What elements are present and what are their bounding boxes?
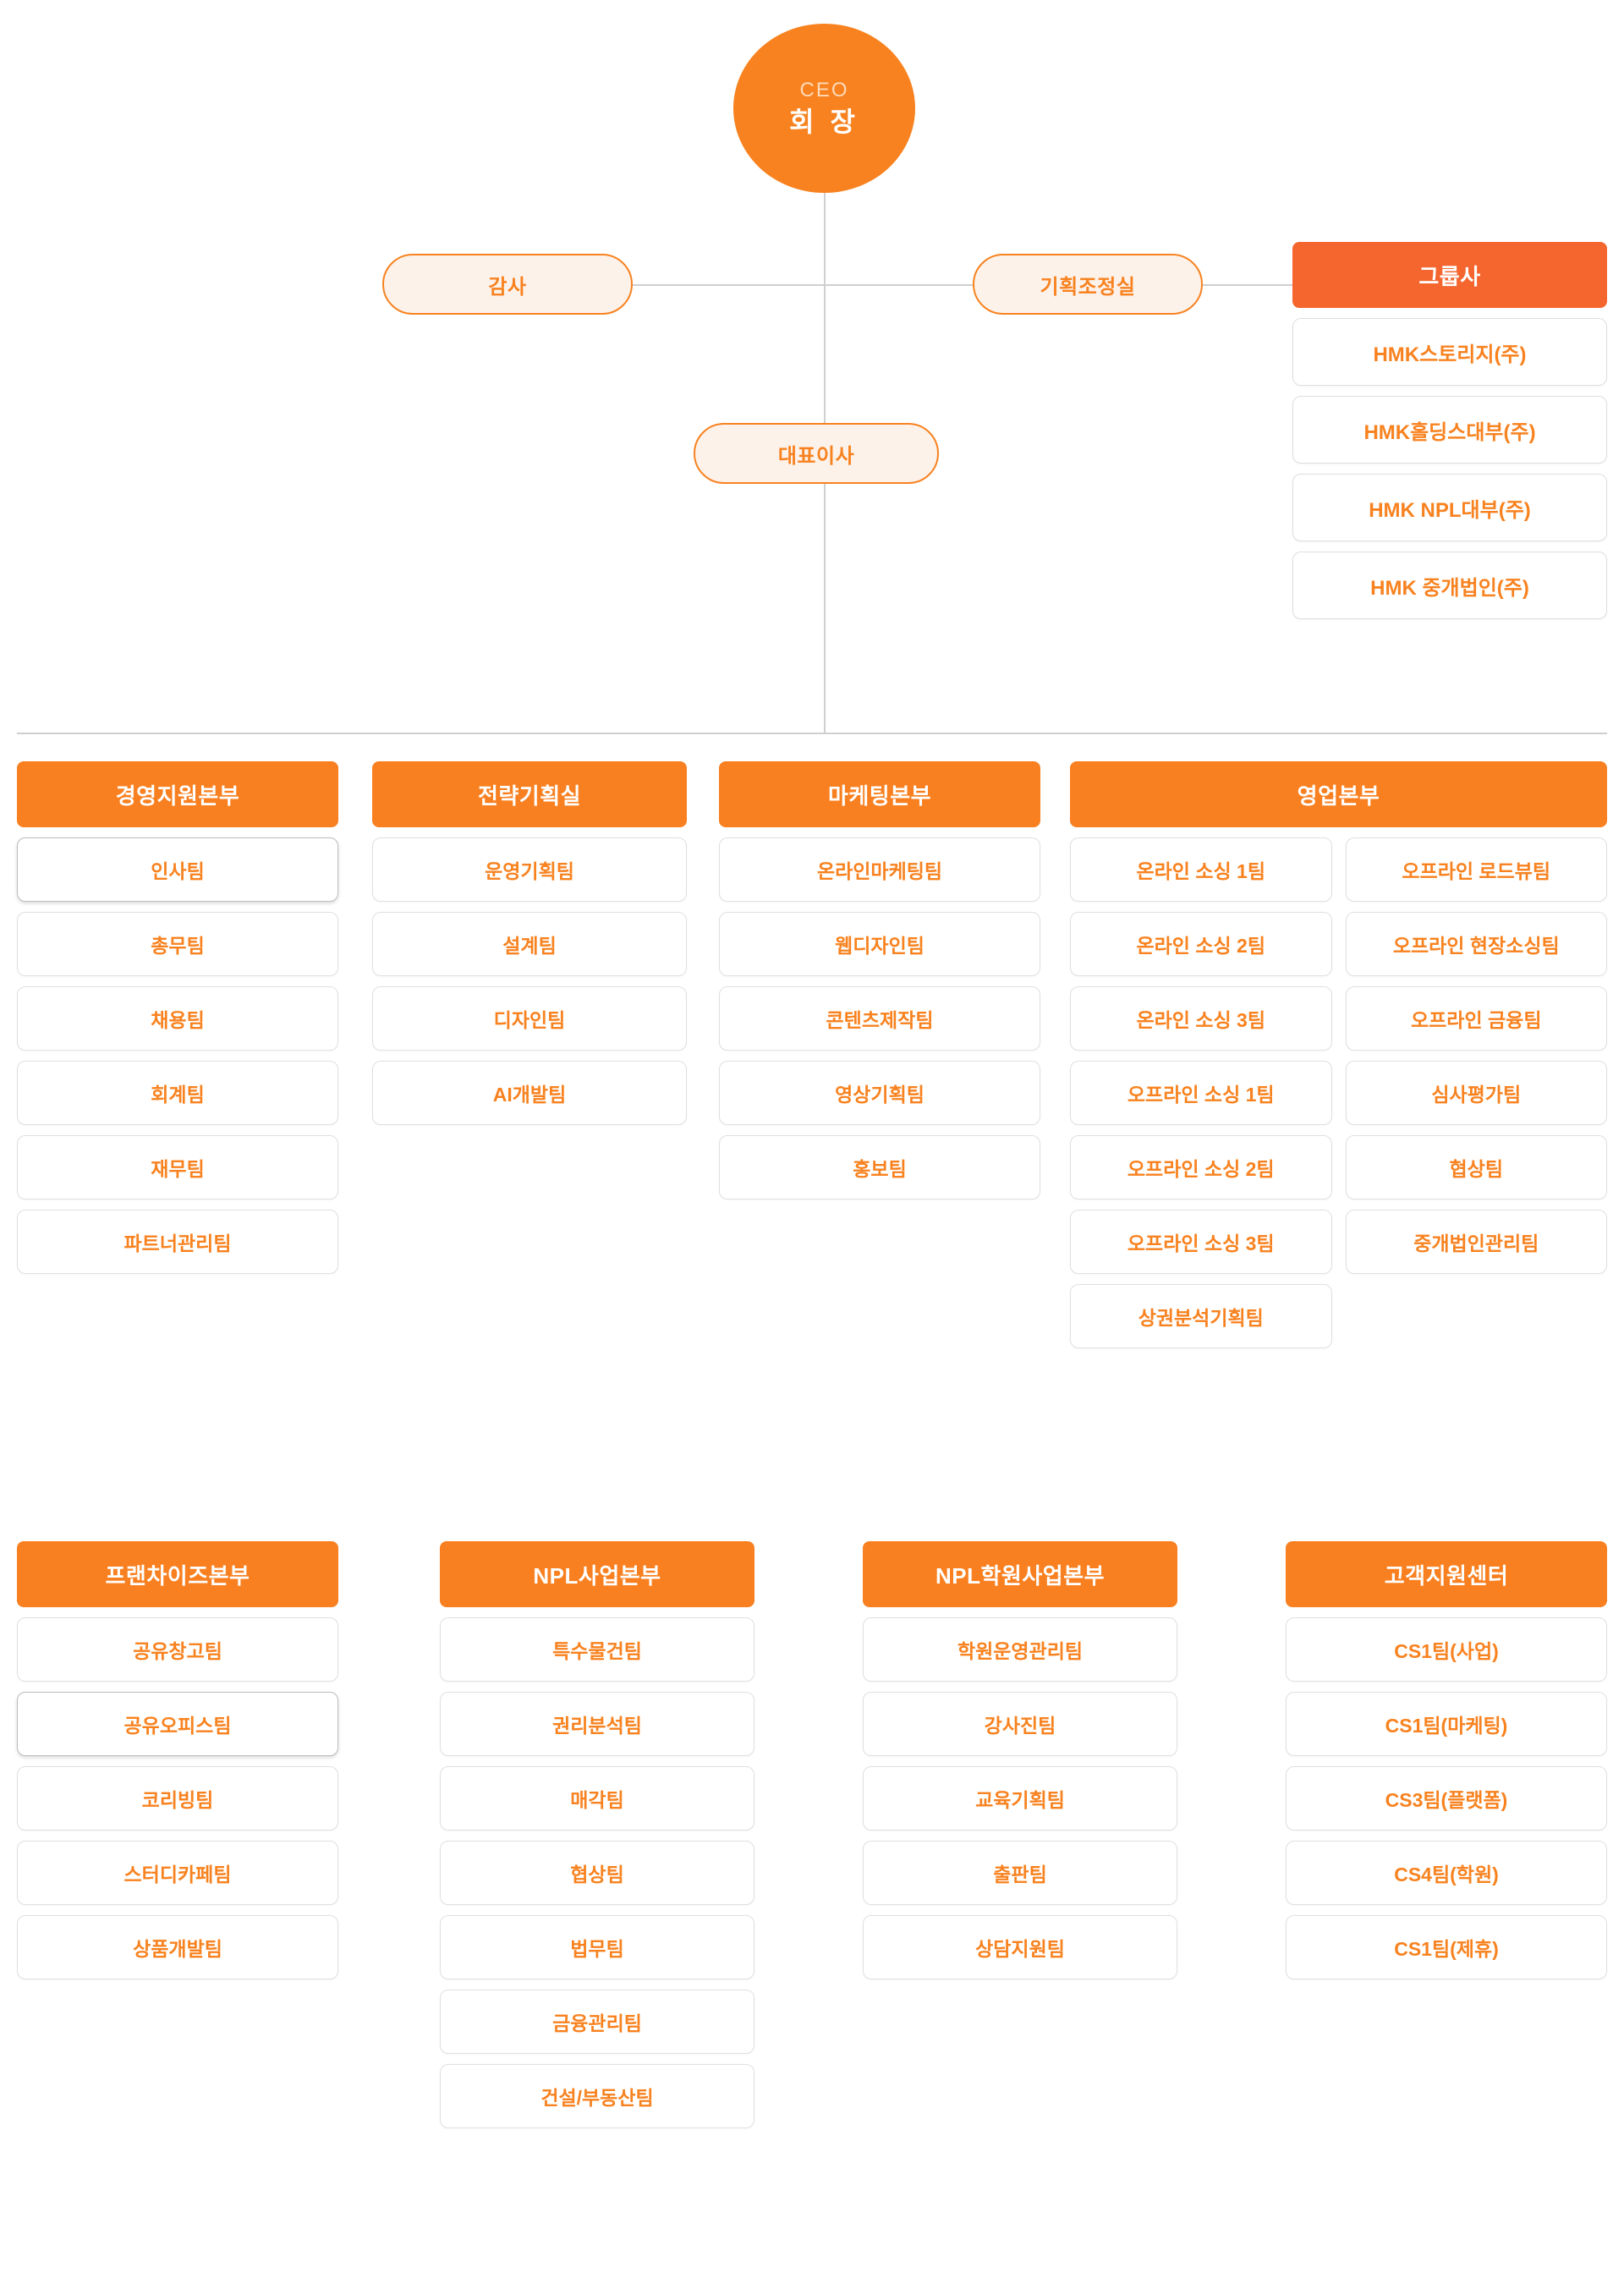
division-header[interactable]: 고객지원센터	[1286, 1541, 1607, 1607]
team-columns: CS1팀(사업) CS1팀(마케팅) CS3팀(플랫폼) CS4팀(학원) CS1팀(제…	[1286, 1607, 1607, 1979]
team-box[interactable]: 협상팀	[1345, 1135, 1607, 1199]
team-box[interactable]: 재무팀	[17, 1135, 338, 1199]
team-box[interactable]: 온라인 소싱 2팀	[1070, 912, 1332, 976]
connector-bus-main	[17, 733, 1607, 734]
team-box[interactable]: 출판팀	[863, 1841, 1177, 1905]
team-box[interactable]: 온라인 소싱 1팀	[1070, 837, 1332, 902]
ceo-node[interactable]: CEO 회 장	[733, 24, 915, 193]
team-box[interactable]: CS3팀(플랫폼)	[1286, 1766, 1607, 1831]
node-president[interactable]: 대표이사	[694, 423, 939, 484]
team-box[interactable]: 스터디카페팀	[17, 1841, 338, 1905]
team-box[interactable]: 건설/부동산팀	[440, 2064, 754, 2128]
node-audit[interactable]: 감사	[382, 254, 633, 315]
group-company-item[interactable]: HMK스토리지(주)	[1292, 318, 1607, 386]
group-company-item[interactable]: HMK NPL대부(주)	[1292, 474, 1607, 541]
team-box[interactable]: 협상팀	[440, 1841, 754, 1905]
team-box[interactable]: 오프라인 현장소싱팀	[1345, 912, 1607, 976]
team-spacer	[1346, 1284, 1608, 1348]
team-box[interactable]: 특수물건팀	[440, 1617, 754, 1682]
team-box[interactable]: 법무팀	[440, 1915, 754, 1979]
team-box[interactable]: 금융관리팀	[440, 1990, 754, 2054]
team-box[interactable]: 공유창고팀	[17, 1617, 338, 1682]
team-box[interactable]: 총무팀	[17, 912, 338, 976]
ceo-subtitle: CEO	[799, 79, 849, 102]
division-header[interactable]: NPL학원사업본부	[863, 1541, 1177, 1607]
group-companies-block: 그룹사 HMK스토리지(주) HMK홀딩스대부(주) HMK NPL대부(주) …	[1292, 242, 1607, 619]
division-고객지원센터: 고객지원센터 CS1팀(사업) CS1팀(마케팅) CS3팀(플랫폼) CS4팀(학원)…	[1286, 1541, 1607, 1979]
group-company-item[interactable]: HMK홀딩스대부(주)	[1292, 396, 1607, 464]
team-box[interactable]: CS4팀(학원)	[1286, 1841, 1607, 1905]
team-box[interactable]: AI개발팀	[372, 1061, 687, 1125]
team-box[interactable]: 콘텐츠제작팀	[719, 986, 1040, 1051]
team-box[interactable]: 심사평가팀	[1345, 1061, 1607, 1125]
team-box[interactable]: 학원운영관리팀	[863, 1617, 1177, 1682]
group-company-item[interactable]: HMK 중개법인(주)	[1292, 552, 1607, 619]
team-box[interactable]: 설계팀	[372, 912, 687, 976]
team-box[interactable]: 공유오피스팀	[17, 1692, 338, 1756]
team-box[interactable]: 홍보팀	[719, 1135, 1040, 1199]
team-box[interactable]: 채용팀	[17, 986, 338, 1051]
division-header[interactable]: NPL사업본부	[440, 1541, 754, 1607]
group-companies-list: HMK스토리지(주) HMK홀딩스대부(주) HMK NPL대부(주) HMK …	[1292, 318, 1607, 619]
group-companies-header: 그룹사	[1292, 242, 1607, 308]
team-box[interactable]: 운영기획팀	[372, 837, 687, 902]
team-box[interactable]: 인사팀	[17, 837, 338, 902]
team-box[interactable]: 오프라인 소싱 1팀	[1070, 1061, 1332, 1125]
team-box[interactable]: 권리분석팀	[440, 1692, 754, 1756]
division-header[interactable]: 경영지원본부	[17, 761, 338, 827]
ceo-title: 회 장	[789, 107, 859, 137]
team-box[interactable]: 중개법인관리팀	[1345, 1210, 1607, 1274]
division-header[interactable]: 프랜차이즈본부	[17, 1541, 338, 1607]
team-box[interactable]: 교육기획팀	[863, 1766, 1177, 1831]
team-box[interactable]: 오프라인 로드뷰팀	[1345, 837, 1607, 902]
team-box[interactable]: CS1팀(사업)	[1286, 1617, 1607, 1682]
team-box[interactable]: 회계팀	[17, 1061, 338, 1125]
team-box[interactable]: CS1팀(제휴)	[1286, 1915, 1607, 1979]
division-header[interactable]: 마케팅본부	[719, 761, 1040, 827]
team-column: CS1팀(사업) CS1팀(마케팅) CS3팀(플랫폼) CS4팀(학원) CS1팀(제…	[1286, 1607, 1607, 1979]
connector-horizontal-staff	[633, 284, 1294, 286]
division-header[interactable]: 전략기획실	[372, 761, 687, 827]
team-box[interactable]: CS1팀(마케팅)	[1286, 1692, 1607, 1756]
node-planning-office[interactable]: 기획조정실	[973, 254, 1203, 315]
team-box[interactable]: 코리빙팀	[17, 1766, 338, 1831]
team-box[interactable]: 강사진팀	[863, 1692, 1177, 1756]
team-box[interactable]: 상품개발팀	[17, 1915, 338, 1979]
team-box[interactable]: 온라인 소싱 3팀	[1070, 986, 1332, 1051]
team-box[interactable]: 매각팀	[440, 1766, 754, 1831]
division-header[interactable]: 영업본부	[1070, 761, 1607, 827]
team-box[interactable]: 영상기획팀	[719, 1061, 1040, 1125]
team-box[interactable]: 디자인팀	[372, 986, 687, 1051]
team-box[interactable]: 상담지원팀	[863, 1915, 1177, 1979]
team-box[interactable]: 온라인마케팅팀	[719, 837, 1040, 902]
team-box[interactable]: 파트너관리팀	[17, 1210, 338, 1274]
team-box[interactable]: 오프라인 소싱 3팀	[1070, 1210, 1332, 1274]
team-box[interactable]: 오프라인 금융팀	[1345, 986, 1607, 1051]
team-box[interactable]: 웹디자인팀	[719, 912, 1040, 976]
team-box[interactable]: 상권분석기획팀	[1070, 1284, 1332, 1348]
team-box[interactable]: 오프라인 소싱 2팀	[1070, 1135, 1332, 1199]
